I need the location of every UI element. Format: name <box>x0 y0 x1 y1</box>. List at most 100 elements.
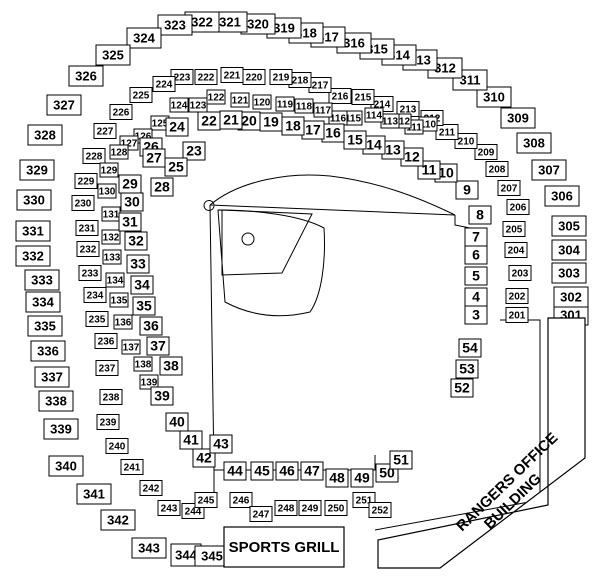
section-336[interactable]: 336 <box>30 340 66 362</box>
section-53[interactable]: 53 <box>455 359 479 379</box>
section-124[interactable]: 124 <box>169 97 189 113</box>
section-219[interactable]: 219 <box>269 69 293 85</box>
section-325[interactable]: 325 <box>95 44 131 66</box>
section-303[interactable]: 303 <box>551 262 587 284</box>
section-248[interactable]: 248 <box>274 500 298 516</box>
section-48[interactable]: 48 <box>325 468 349 488</box>
section-242[interactable]: 242 <box>139 480 163 496</box>
section-220[interactable]: 220 <box>242 69 266 85</box>
section-114[interactable]: 114 <box>364 107 384 123</box>
section-328[interactable]: 328 <box>27 124 63 146</box>
section-8[interactable]: 8 <box>468 205 492 225</box>
section-128[interactable]: 128 <box>109 144 129 160</box>
section-119[interactable]: 119 <box>275 96 295 112</box>
section-51[interactable]: 51 <box>389 450 413 470</box>
section-206[interactable]: 206 <box>506 199 530 215</box>
section-225[interactable]: 225 <box>129 87 153 103</box>
section-47[interactable]: 47 <box>300 461 324 481</box>
section-37[interactable]: 37 <box>146 336 170 356</box>
section-121[interactable]: 121 <box>230 92 250 108</box>
section-249[interactable]: 249 <box>298 500 322 516</box>
section-341[interactable]: 341 <box>76 483 112 505</box>
section-44[interactable]: 44 <box>223 461 247 481</box>
section-28[interactable]: 28 <box>150 177 174 197</box>
section-131[interactable]: 131 <box>101 206 121 222</box>
section-204[interactable]: 204 <box>504 242 528 258</box>
section-19[interactable]: 19 <box>259 112 283 132</box>
section-22[interactable]: 22 <box>197 111 221 131</box>
section-252[interactable]: 252 <box>368 502 392 518</box>
section-343[interactable]: 343 <box>131 537 167 559</box>
section-21[interactable]: 21 <box>219 110 243 130</box>
section-25[interactable]: 25 <box>164 157 188 177</box>
section-334[interactable]: 334 <box>25 291 61 313</box>
section-123[interactable]: 123 <box>188 97 208 113</box>
rangers-office-building[interactable] <box>377 317 586 569</box>
section-320[interactable]: 320 <box>240 13 276 35</box>
section-233[interactable]: 233 <box>78 265 102 281</box>
section-227[interactable]: 227 <box>93 123 117 139</box>
section-201[interactable]: 201 <box>505 307 529 323</box>
section-16[interactable]: 16 <box>321 123 345 143</box>
section-340[interactable]: 340 <box>48 455 84 477</box>
section-34[interactable]: 34 <box>130 275 154 295</box>
section-6[interactable]: 6 <box>464 245 488 265</box>
section-230[interactable]: 230 <box>71 195 95 211</box>
section-36[interactable]: 36 <box>139 316 163 336</box>
section-115[interactable]: 115 <box>343 110 363 126</box>
section-306[interactable]: 306 <box>544 185 580 207</box>
sports-grill[interactable] <box>223 526 345 568</box>
section-238[interactable]: 238 <box>99 389 123 405</box>
section-38[interactable]: 38 <box>159 356 183 376</box>
section-117[interactable]: 117 <box>313 102 333 118</box>
section-302[interactable]: 302 <box>553 286 589 308</box>
section-304[interactable]: 304 <box>551 239 587 261</box>
section-205[interactable]: 205 <box>502 221 526 237</box>
section-209[interactable]: 209 <box>474 144 498 160</box>
section-207[interactable]: 207 <box>497 180 521 196</box>
section-338[interactable]: 338 <box>38 390 74 412</box>
section-250[interactable]: 250 <box>324 500 348 516</box>
section-39[interactable]: 39 <box>150 386 174 406</box>
section-24[interactable]: 24 <box>165 117 189 137</box>
section-216[interactable]: 216 <box>328 88 352 104</box>
section-224[interactable]: 224 <box>152 76 176 92</box>
section-137[interactable]: 137 <box>121 339 141 355</box>
section-326[interactable]: 326 <box>68 65 104 87</box>
section-3[interactable]: 3 <box>464 305 488 325</box>
section-232[interactable]: 232 <box>76 241 100 257</box>
section-330[interactable]: 330 <box>16 189 52 211</box>
section-231[interactable]: 231 <box>75 220 99 236</box>
section-217[interactable]: 217 <box>308 77 332 93</box>
section-134[interactable]: 134 <box>105 272 125 288</box>
section-344[interactable]: 344 <box>170 543 202 567</box>
section-4[interactable]: 4 <box>464 287 488 307</box>
section-305[interactable]: 305 <box>551 215 587 237</box>
section-54[interactable]: 54 <box>458 338 482 358</box>
section-333[interactable]: 333 <box>24 269 60 291</box>
section-211[interactable]: 211 <box>435 124 459 140</box>
section-208[interactable]: 208 <box>485 161 509 177</box>
section-215[interactable]: 215 <box>351 89 375 105</box>
section-339[interactable]: 339 <box>43 418 79 440</box>
section-133[interactable]: 133 <box>102 249 122 265</box>
section-324[interactable]: 324 <box>126 27 162 49</box>
section-307[interactable]: 307 <box>531 159 567 181</box>
section-136[interactable]: 136 <box>113 314 133 330</box>
section-132[interactable]: 132 <box>101 229 121 245</box>
section-49[interactable]: 49 <box>350 468 374 488</box>
section-332[interactable]: 332 <box>15 245 51 267</box>
section-10[interactable]: 10 <box>434 163 458 183</box>
section-210[interactable]: 210 <box>454 133 478 149</box>
section-15[interactable]: 15 <box>343 130 367 150</box>
section-43[interactable]: 43 <box>209 434 233 454</box>
section-226[interactable]: 226 <box>109 104 133 120</box>
section-240[interactable]: 240 <box>105 438 129 454</box>
section-12[interactable]: 12 <box>400 147 424 167</box>
section-321[interactable]: 321 <box>212 11 248 33</box>
section-245[interactable]: 245 <box>194 492 218 508</box>
section-35[interactable]: 35 <box>132 296 156 316</box>
section-17[interactable]: 17 <box>301 120 325 140</box>
section-331[interactable]: 331 <box>15 220 51 242</box>
section-18[interactable]: 18 <box>281 116 305 136</box>
